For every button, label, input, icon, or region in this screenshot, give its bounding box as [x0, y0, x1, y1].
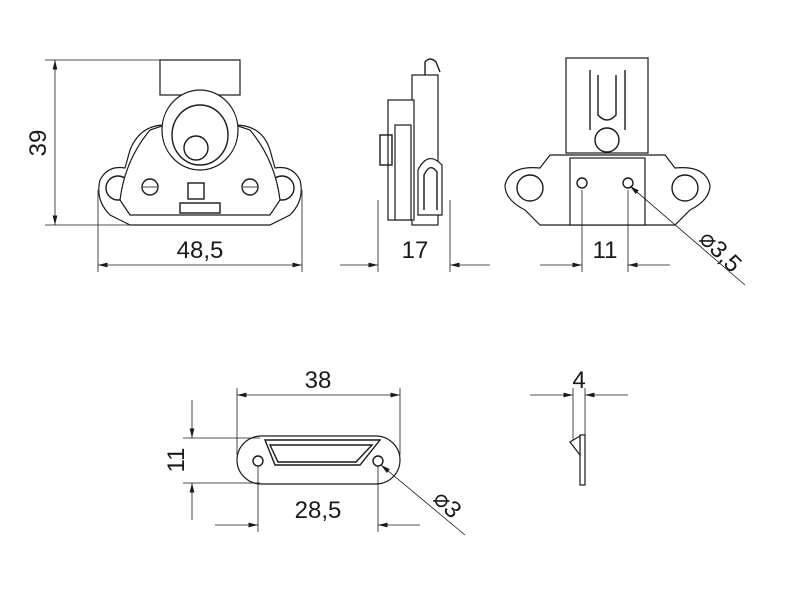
front-width-dimension: 48,5 [97, 190, 303, 272]
strike-thickness-dimension: 4 [530, 367, 628, 440]
width-label: 48,5 [177, 237, 224, 264]
strike-height-dimension: 11 [163, 400, 260, 520]
strike-hole-spacing-label: 28,5 [295, 497, 342, 524]
hole-spacing-label: 11 [593, 237, 618, 264]
thickness-label: 4 [572, 367, 585, 394]
depth-label: 17 [402, 237, 429, 264]
strike-side-view [569, 434, 586, 486]
height-label: 39 [25, 130, 52, 157]
rear-hole-spacing-dimension: 11 [540, 190, 670, 272]
side-depth-dimension: 17 [340, 200, 490, 272]
strike-height-label: 11 [163, 448, 190, 473]
hole-diameter-label: ⌀3,5 [694, 225, 747, 278]
strike-hole-spacing-dimension: 28,5 [215, 466, 420, 532]
front-height-dimension: 39 [25, 59, 160, 226]
strike-plate-view [236, 435, 401, 485]
strike-hole-diameter-leader: ⌀3 [380, 464, 467, 536]
strike-hole-diameter-label: ⌀3 [428, 485, 467, 524]
strike-length-label: 38 [305, 367, 332, 394]
front-view [98, 59, 302, 226]
strike-length-dimension: 38 [236, 367, 401, 455]
rear-view [504, 57, 711, 226]
side-view [379, 58, 443, 226]
